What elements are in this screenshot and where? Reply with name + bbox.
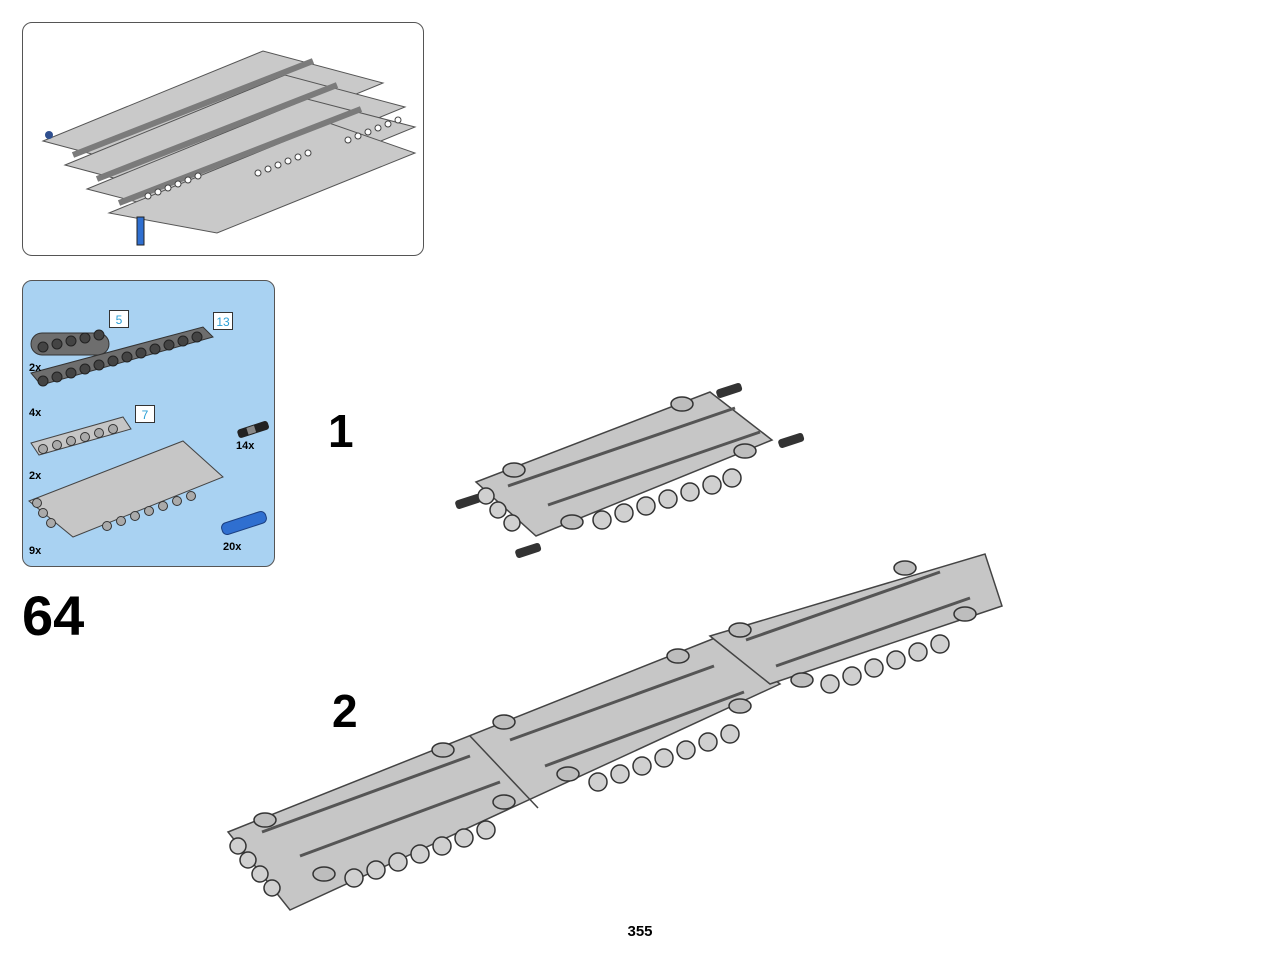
parts-list-illustrations [28,326,269,538]
assembly-preview [22,22,424,256]
black-connector-pin-image [237,421,269,438]
qty-panel-plate: 9x [29,545,42,557]
qty-blue-pin: 20x [223,541,242,553]
substep-1-label: 1 [328,405,354,457]
length-label-5: 5 [109,310,129,328]
panel-plate-image [28,440,224,538]
blue-long-pin-image [221,510,267,536]
qty-beam-7: 2x [29,470,42,482]
substep-2-label: 2 [332,685,358,737]
step-number: 64 [22,584,85,647]
qty-connector-pin: 14x [236,440,255,452]
parts-list-panel: 5 13 7 2x 4x 2x 9x 14x 20x [22,280,275,567]
page-number: 355 [627,923,653,940]
beam-13-dark-image [30,326,214,387]
qty-beam-13: 4x [29,407,42,419]
beam-5-dark-image [30,329,110,356]
qty-beam-5: 2x [29,362,42,374]
assembly-preview-image [41,50,417,246]
length-label-13: 13 [213,312,233,330]
substep-1-panel-image [455,382,805,558]
beam-7-light-image [30,416,132,456]
length-label-7: 7 [135,405,155,423]
